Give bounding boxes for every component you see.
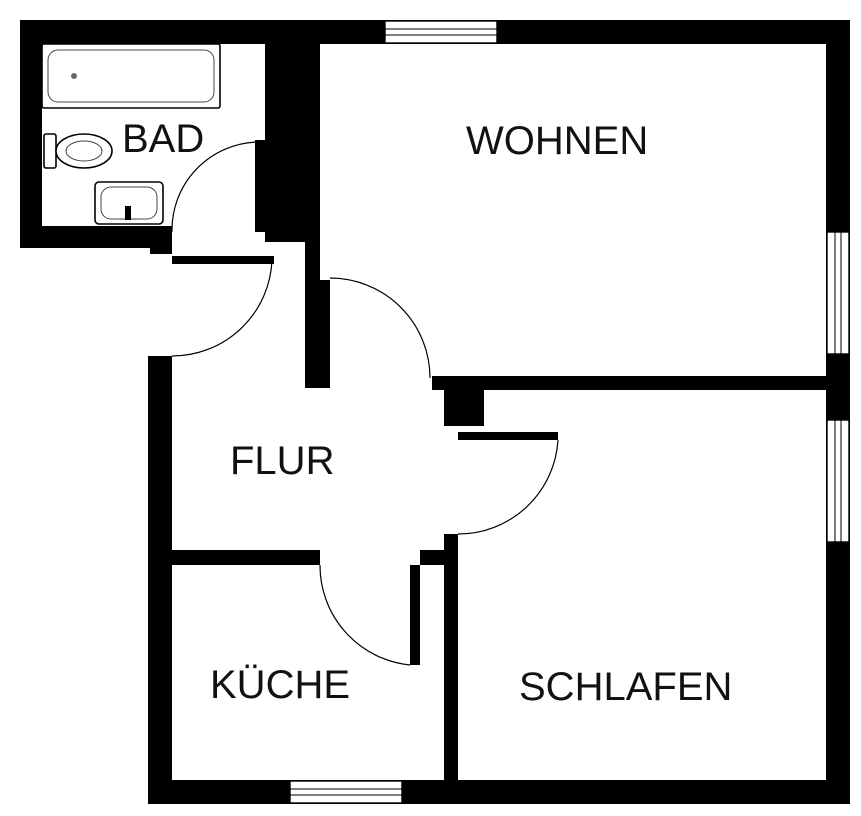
wall-wohnen-schlafen [432, 376, 850, 390]
door-arc-entrance [171, 259, 273, 357]
wall-kueche-schlafen [444, 534, 458, 804]
wall-bad-bottom-stub [150, 226, 172, 254]
door-leaf-kueche [410, 565, 420, 665]
wall-kueche-door-stub [420, 550, 458, 565]
room-label-wohnen: WOHNEN [466, 119, 648, 163]
wall-wohnen-left [305, 230, 320, 388]
room-label-schlafen: SCHLAFEN [519, 665, 732, 709]
wall-flur-left [148, 356, 172, 804]
wall-flur-top-stub [172, 256, 274, 264]
wall-wohnen-left-inner [320, 280, 330, 388]
wall-bad-bottom [20, 226, 172, 248]
wall-shaft [265, 20, 320, 242]
window-schlafen-right [826, 419, 850, 543]
wall-top [300, 20, 850, 44]
door-swings [171, 141, 559, 666]
window-wohnen-right [826, 231, 850, 355]
wall-corner-block [444, 388, 484, 426]
door-arc-wohnen [329, 277, 431, 379]
washbasin-icon [94, 181, 164, 225]
window-kueche-bottom [289, 780, 403, 804]
window-wohnen-top [384, 20, 498, 44]
wall-bottom [148, 780, 850, 804]
wall-bad-door-jamb [255, 140, 265, 232]
room-label-bad: BAD [122, 117, 204, 161]
wall-bad-left [20, 20, 42, 248]
wall-right [826, 20, 850, 804]
room-label-kueche: KÜCHE [210, 663, 350, 707]
walls [20, 20, 850, 804]
wall-kueche-top [148, 550, 320, 565]
door-arc-schlafen [457, 439, 559, 535]
windows [289, 20, 850, 804]
toilet-icon [43, 133, 113, 169]
door-arc-kueche [319, 564, 411, 666]
room-label-flur: FLUR [230, 439, 334, 483]
bathtub-icon [41, 43, 221, 109]
door-leaf-schlafen [458, 432, 558, 440]
door-arc-bad [171, 141, 259, 233]
